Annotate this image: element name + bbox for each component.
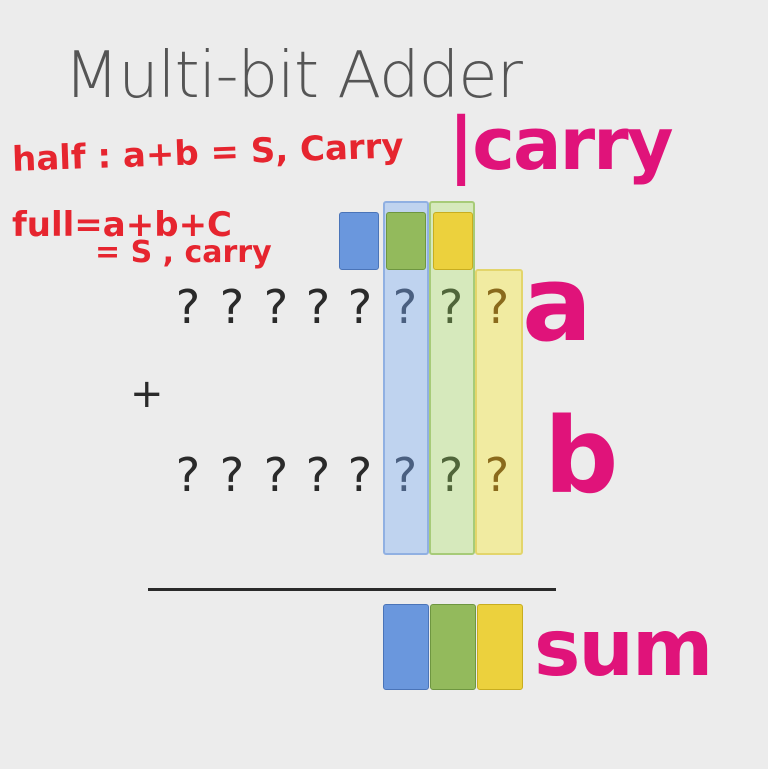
- plus-operator: +: [130, 371, 164, 417]
- sum-block-yellow: [477, 604, 523, 690]
- column-yellow: [475, 269, 523, 555]
- digit-a-2: ?: [219, 280, 245, 334]
- carry-block-green: [386, 212, 426, 270]
- digit-a-7: ?: [438, 280, 464, 334]
- digit-b-2: ?: [219, 448, 245, 502]
- half-adder-note: half : a+b = S, Carry: [11, 126, 405, 180]
- full-adder-note-result: = S , carry: [95, 235, 272, 270]
- digit-b-4: ?: [305, 448, 331, 502]
- digit-b-1: ?: [175, 448, 201, 502]
- digit-b-7: ?: [438, 448, 464, 502]
- digit-b-5: ?: [347, 448, 373, 502]
- digit-a-4: ?: [305, 280, 331, 334]
- page-title: Multi-bit Adder: [64, 39, 523, 113]
- sum-block-green: [430, 604, 476, 690]
- sum-divider-line: [148, 588, 556, 591]
- sum-label: sum: [534, 604, 713, 694]
- digit-b-6: ?: [392, 448, 418, 502]
- carry-block-blue: [339, 212, 379, 270]
- digit-a-1: ?: [175, 280, 201, 334]
- digit-b-3: ?: [263, 448, 289, 502]
- digit-a-8: ?: [484, 280, 510, 334]
- a-label: a: [522, 243, 593, 365]
- b-label: b: [544, 395, 619, 517]
- sum-block-blue: [383, 604, 429, 690]
- digit-a-6: ?: [392, 280, 418, 334]
- carry-block-yellow: [433, 212, 473, 270]
- digit-b-8: ?: [484, 448, 510, 502]
- carry-label: |carry: [448, 102, 674, 186]
- digit-a-5: ?: [347, 280, 373, 334]
- digit-a-3: ?: [263, 280, 289, 334]
- full-adder-note: full=a+b+C: [12, 205, 233, 245]
